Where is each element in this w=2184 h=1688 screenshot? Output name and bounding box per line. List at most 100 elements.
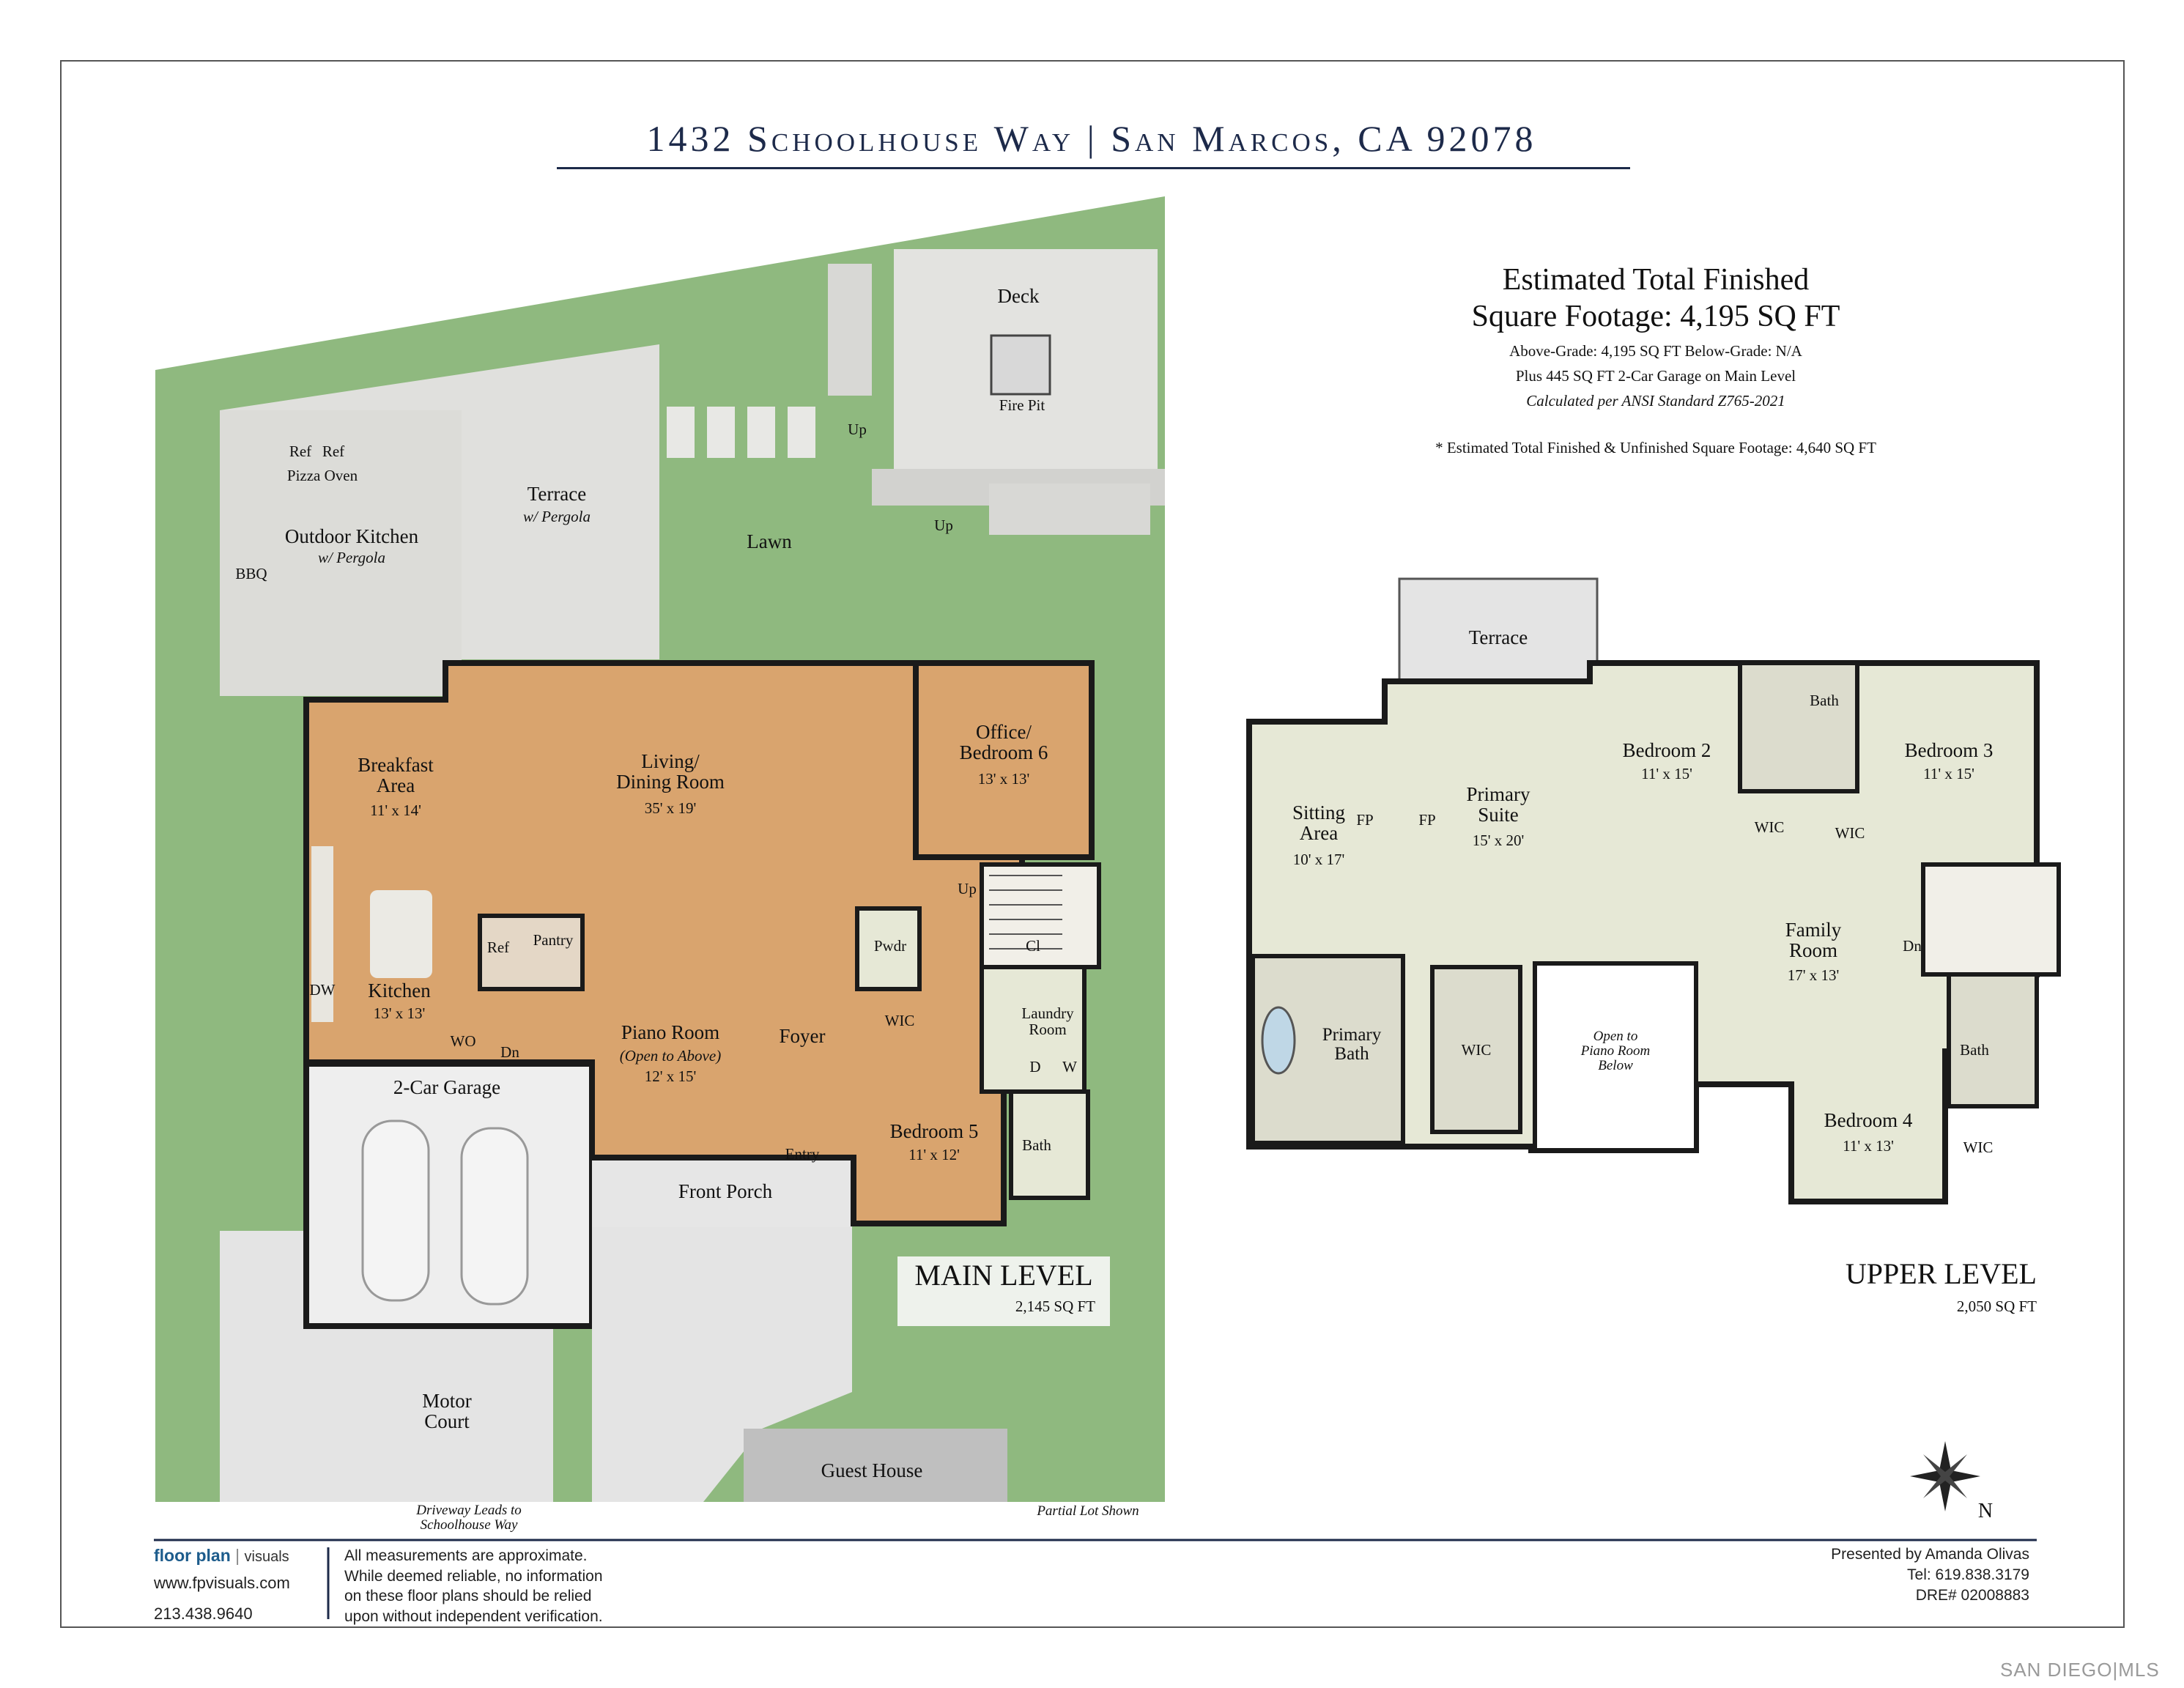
label-dn-main: Dn	[500, 1043, 519, 1061]
label-primary-suite: Primary Suite	[1466, 783, 1530, 826]
front-porch-paving	[592, 1158, 852, 1227]
property-address-title: 1432 Schoolhouse Way | San Marcos, CA 92…	[646, 118, 1537, 159]
label-kitchen-dim: 13' x 13'	[373, 1004, 426, 1022]
label-dw: DW	[309, 981, 336, 999]
main-level-site	[155, 196, 1165, 1502]
label-bedroom-3: Bedroom 3	[1904, 739, 1994, 761]
label-office: Office/ Bedroom 6	[959, 721, 1048, 764]
brand-phone: 213.438.9640	[154, 1604, 253, 1623]
label-bath-upper: Bath	[1810, 692, 1839, 709]
fire-pit	[990, 334, 1051, 396]
label-washer: W	[1062, 1058, 1077, 1076]
primary-wic-tile	[1430, 965, 1522, 1134]
upper-level-sqft: 2,050 SQ FT	[1956, 1298, 2037, 1315]
label-bedroom-2: Bedroom 2	[1622, 739, 1711, 761]
label-ref-kitchen: Ref	[486, 939, 510, 956]
label-family-room: Family Room	[1785, 919, 1842, 962]
label-fire-pit: Fire Pit	[999, 396, 1045, 414]
planter-bed	[989, 484, 1150, 535]
guest-house	[744, 1429, 1007, 1502]
label-wic-bed4: WIC	[1963, 1139, 1994, 1156]
kitchen-island	[370, 890, 432, 978]
label-motor-court: Motor Court	[422, 1390, 472, 1433]
brand-logo: floor plan | visuals	[154, 1546, 289, 1565]
label-sitting-area: Sitting Area	[1292, 802, 1346, 845]
summary-line2: Square Footage: 4,195 SQ FT	[1471, 300, 1840, 333]
compass-north-label: N	[1977, 1500, 1994, 1522]
label-terrace-pergola: w/ Pergola	[523, 508, 591, 525]
agent-dre: DRE# 02008883	[1915, 1587, 2029, 1604]
upper-level-plan	[1246, 577, 2061, 1204]
stair-main	[980, 862, 1101, 969]
north-compass	[1910, 1441, 1980, 1511]
label-entry: Entry	[785, 1145, 820, 1163]
label-bedroom-5-dim: 11' x 12'	[908, 1146, 960, 1163]
label-up-stair: Up	[958, 880, 977, 897]
agent-phone: Tel: 619.838.3179	[1907, 1566, 2029, 1583]
label-upper-terrace: Terrace	[1468, 626, 1528, 648]
brand-website[interactable]: www.fpvisuals.com	[154, 1574, 290, 1592]
label-up-deck2: Up	[934, 517, 953, 534]
label-piano-dim: 12' x 15'	[644, 1067, 697, 1085]
car-white-2	[460, 1127, 529, 1306]
open-to-below	[1533, 961, 1698, 1152]
powder-room	[855, 906, 922, 991]
label-pantry: Pantry	[533, 931, 574, 949]
summary-standard: Calculated per ANSI Standard Z765-2021	[1526, 392, 1785, 410]
label-laundry: Laundry Room	[1021, 1004, 1074, 1039]
label-fp-primary: FP	[1418, 811, 1436, 829]
label-lawn: Lawn	[747, 530, 792, 552]
main-level-title: MAIN LEVEL	[914, 1259, 1093, 1292]
summary-total-note: * Estimated Total Finished & Unfinished …	[1435, 439, 1876, 456]
label-wic-main: WIC	[884, 1012, 915, 1029]
upper-stair	[1921, 862, 2061, 977]
pantry-room	[478, 914, 585, 991]
label-ref-2: Ref	[322, 443, 345, 460]
soaking-tub	[1261, 1006, 1296, 1075]
label-piano-open: (Open to Above)	[619, 1047, 722, 1065]
main-level-sqft: 2,145 SQ FT	[1015, 1298, 1095, 1315]
upper-bath-tile	[1738, 661, 1859, 793]
label-pizza-oven: Pizza Oven	[286, 467, 358, 484]
disclaimer-text: All measurements are approximate. While …	[344, 1547, 603, 1626]
label-bedroom-3-dim: 11' x 15'	[1923, 765, 1974, 782]
label-pwdr: Pwdr	[873, 937, 907, 955]
summary-above-below: Above-Grade: 4,195 SQ FT Below-Grade: N/…	[1509, 342, 1802, 360]
label-primary-dim: 15' x 20'	[1472, 832, 1525, 849]
label-partial-lot: Partial Lot Shown	[1037, 1503, 1139, 1519]
label-terrace: Terrace	[527, 483, 587, 505]
label-living-dining: Living/ Dining Room	[616, 750, 725, 793]
office-floor	[913, 660, 1095, 860]
label-guest-house: Guest House	[821, 1459, 923, 1481]
label-kitchen: Kitchen	[368, 980, 431, 1002]
label-outdoor-kitchen-pergola: w/ Pergola	[318, 549, 385, 566]
label-closet: Cl	[1026, 937, 1040, 955]
garage-floor	[303, 1061, 595, 1329]
label-bedroom-2-dim: 11' x 15'	[1641, 765, 1692, 782]
label-fp-sitting: FP	[1356, 811, 1374, 829]
upper-level-title: UPPER LEVEL	[1845, 1257, 2037, 1290]
label-wic-bed3: WIC	[1835, 824, 1865, 842]
label-garage: 2-Car Garage	[393, 1076, 501, 1098]
label-bedroom-5: Bedroom 5	[889, 1120, 979, 1142]
label-bedroom-4-dim: 11' x 13'	[1843, 1137, 1894, 1155]
label-front-porch: Front Porch	[678, 1180, 773, 1202]
label-foyer: Foyer	[779, 1025, 826, 1047]
label-bedroom-4: Bedroom 4	[1824, 1109, 1913, 1131]
motor-court-paving	[344, 1326, 553, 1502]
label-bath-main: Bath	[1022, 1136, 1051, 1154]
label-family-dim: 17' x 13'	[1787, 966, 1840, 984]
label-breakfast-area: Breakfast Area	[358, 754, 434, 797]
stair-treads	[989, 875, 1062, 949]
label-open-to-piano: Open to Piano Room Below	[1580, 1029, 1651, 1073]
brand-suffix: visuals	[244, 1549, 289, 1565]
label-sitting-dim: 10' x 17'	[1292, 851, 1345, 868]
summary-garage: Plus 445 SQ FT 2-Car Garage on Main Leve…	[1515, 367, 1796, 385]
bath-main	[1009, 1089, 1090, 1200]
label-dn-upper: Dn	[1903, 937, 1922, 955]
label-wic-primary: WIC	[1461, 1041, 1492, 1059]
label-breakfast-dim: 11' x 14'	[370, 802, 421, 819]
kitchen-cabinets	[311, 846, 333, 1022]
label-living-dim: 35' x 19'	[644, 799, 697, 817]
